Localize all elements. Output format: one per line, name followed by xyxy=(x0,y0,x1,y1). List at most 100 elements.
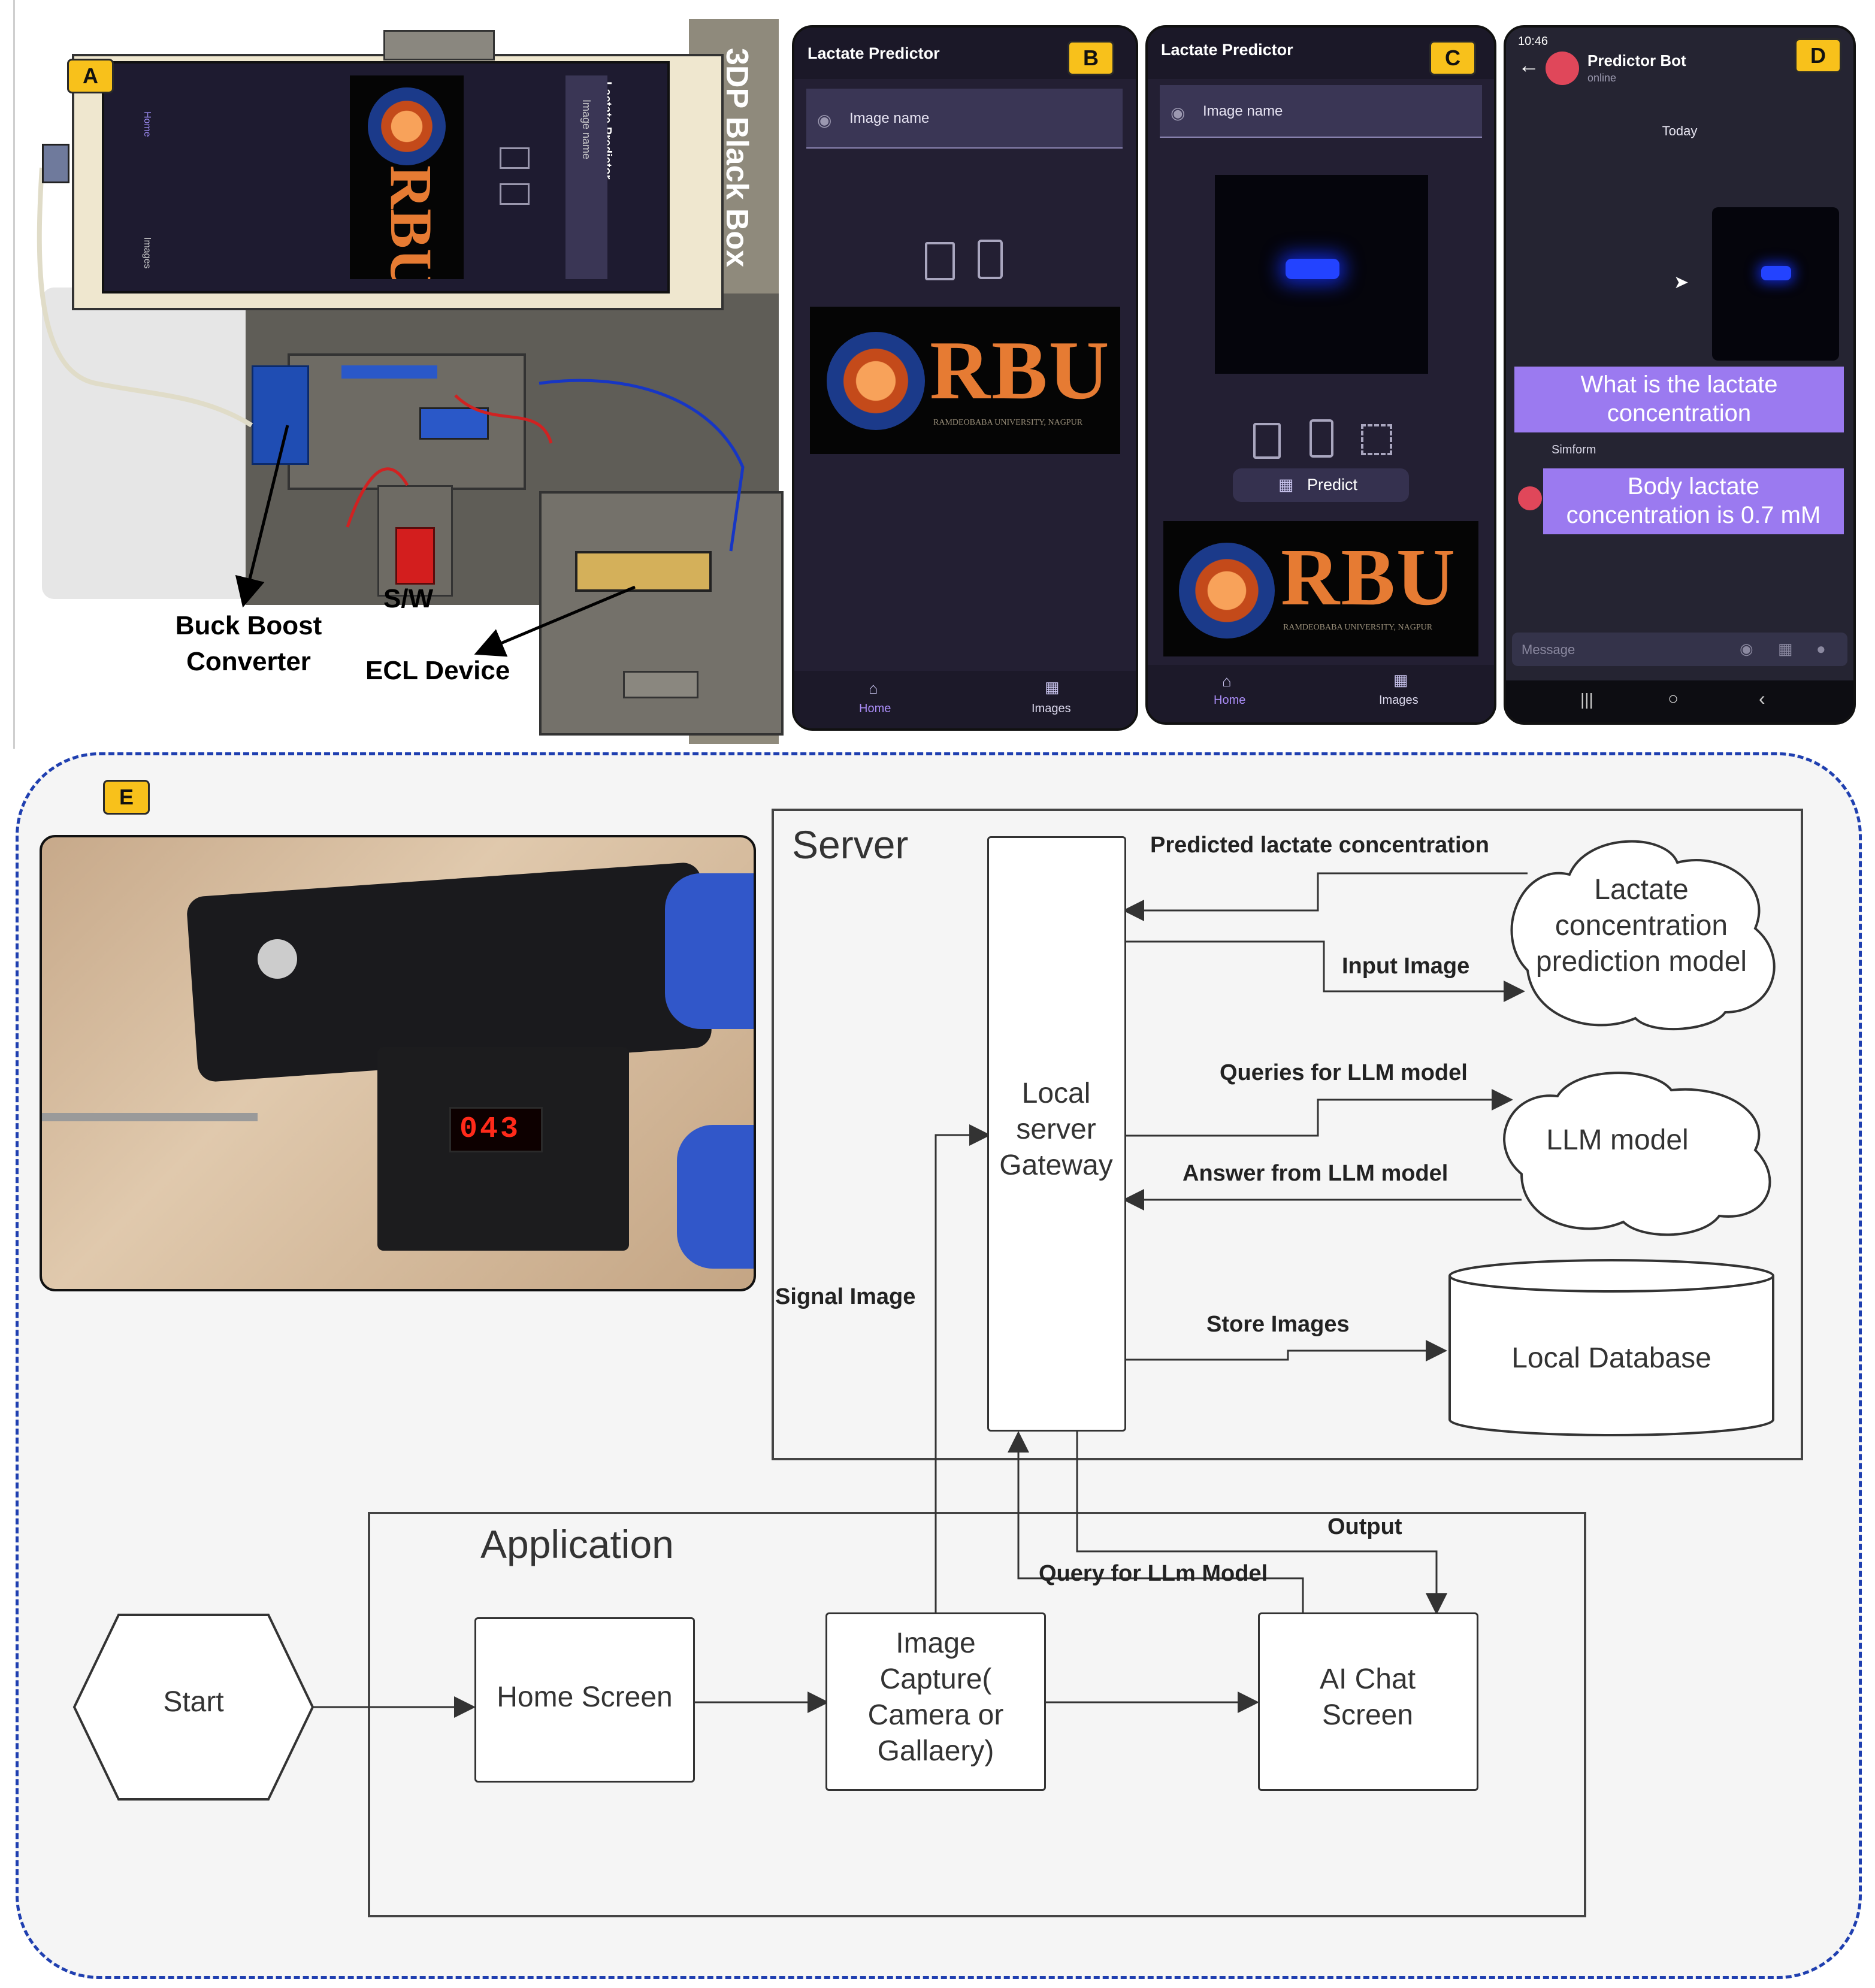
gallery-icon[interactable] xyxy=(925,242,955,280)
home-icon: ⌂ xyxy=(869,679,878,697)
image-capture-box xyxy=(825,1612,1046,1791)
phone-on-box: Lactate Predictor Image name Home Images… xyxy=(102,61,670,293)
label-a: A xyxy=(67,59,114,93)
llm-model-label: LLM model xyxy=(1546,1124,1689,1156)
image-capture-label: Image Capture( Camera or Gallaery) xyxy=(867,1627,1004,1767)
images-icon: ▦ xyxy=(1045,678,1060,696)
photo-camera-shutter xyxy=(258,939,297,979)
drawer-handle xyxy=(623,671,698,698)
phone-b-nav-home[interactable]: Home xyxy=(859,702,891,715)
images-icon: ▦ xyxy=(1393,671,1408,689)
phone-b-logo: RBU RAMDEOBABA UNIVERSITY, NAGPUR xyxy=(810,307,1120,454)
callout-buck-line1: Buck Boost xyxy=(175,611,322,640)
phone-c-logo-text: RBU xyxy=(1281,532,1457,622)
phone-camera-icon[interactable] xyxy=(978,240,1003,279)
photo-cable xyxy=(42,1113,258,1121)
camera-icon[interactable]: ◉ xyxy=(1740,640,1753,658)
label-b: B xyxy=(1067,41,1114,75)
home-icon: ⌂ xyxy=(1222,672,1232,690)
phone-c-logo: RBU RAMDEOBABA UNIVERSITY, NAGPUR xyxy=(1163,521,1478,656)
red-switch xyxy=(395,527,435,585)
phone-b-logo-text: RBU xyxy=(930,324,1111,417)
edge-query-llm: Query for LLm Model xyxy=(1039,1561,1268,1586)
phone-side-logo: RBU xyxy=(350,75,464,279)
phone-camera-icon[interactable] xyxy=(1310,419,1333,458)
gateway-label: Local server Gateway xyxy=(999,1078,1113,1181)
sent-image xyxy=(1712,207,1839,361)
database-label: Local Database xyxy=(1511,1342,1711,1374)
back-arrow-icon[interactable]: ← xyxy=(1518,53,1540,77)
bot-name: Predictor Bot xyxy=(1587,52,1686,69)
left-border-line xyxy=(13,0,15,749)
phone-b-image-name-field[interactable]: ◉ Image name xyxy=(806,89,1123,149)
logo-seal-icon xyxy=(827,332,925,430)
fullscreen-icon[interactable] xyxy=(1361,424,1392,455)
image-icon[interactable]: ▦ xyxy=(1778,640,1793,658)
edge-answer: Answer from LLM model xyxy=(1183,1161,1448,1186)
phone-b-nav-images[interactable]: Images xyxy=(1032,702,1071,715)
logo-seal-icon xyxy=(1179,543,1275,639)
phone-b: Lactate Predictor ◉ Image name RBU RAMDE… xyxy=(792,25,1138,731)
phone-c-image-name-field[interactable]: ◉ Image name xyxy=(1160,85,1482,138)
blue-signal-spot xyxy=(1286,259,1339,279)
status-bar-time: 10:46 xyxy=(1518,35,1549,48)
edge-output: Output xyxy=(1327,1514,1402,1539)
phone-c-nav-images[interactable]: Images xyxy=(1379,694,1419,707)
phone-c: Lactate Predictor ◉ Image name ▦ Predict… xyxy=(1145,25,1496,725)
panel-a: 3DP Black Box Lactate Predictor Image na… xyxy=(24,12,791,744)
wires xyxy=(37,167,745,552)
phone-side-camera-icon xyxy=(500,183,530,205)
predict-button[interactable]: ▦ Predict xyxy=(1233,468,1409,502)
forward-icon[interactable]: ➤ xyxy=(1674,273,1689,292)
photo-led-display: 043 xyxy=(449,1107,543,1152)
phone-c-navbar: ⌂ Home ▦ Images xyxy=(1148,665,1494,722)
callout-ecl: ECL Device xyxy=(365,656,510,685)
gateway-box xyxy=(987,836,1126,1432)
bot-avatar-small xyxy=(1518,486,1542,510)
user-message-text: What is the lactate concentration xyxy=(1580,371,1778,426)
phone-c-logo-subtitle: RAMDEOBABA UNIVERSITY, NAGPUR xyxy=(1283,623,1433,632)
edge-input-image: Input Image xyxy=(1342,954,1470,979)
phone-b-field-placeholder: Image name xyxy=(849,110,930,126)
phone-c-nav-home[interactable]: Home xyxy=(1214,694,1246,707)
mic-icon[interactable]: ● xyxy=(1816,640,1826,658)
server-title: Server xyxy=(792,822,909,867)
camera-icon: ◉ xyxy=(817,111,832,129)
top-clip xyxy=(383,30,495,60)
bot-avatar xyxy=(1546,52,1579,85)
label-d: D xyxy=(1795,38,1841,73)
photo-glove xyxy=(665,873,754,1029)
application-title: Application xyxy=(480,1522,674,1566)
day-label: Today xyxy=(1662,123,1698,138)
start-label: Start xyxy=(163,1686,224,1718)
edge-queries: Queries for LLM model xyxy=(1220,1060,1468,1085)
blue-strip xyxy=(341,365,437,379)
user-message-bubble: What is the lactate concentration xyxy=(1514,367,1844,432)
gallery-icon[interactable] xyxy=(1253,423,1281,459)
ecl-chip xyxy=(575,551,712,592)
phone-c-title: Lactate Predictor xyxy=(1161,41,1293,59)
phone-c-field-placeholder: Image name xyxy=(1203,103,1283,119)
sender-name: Simform xyxy=(1552,443,1596,456)
back-nav-icon[interactable]: ‹ xyxy=(1759,688,1765,709)
message-placeholder: Message xyxy=(1522,642,1575,657)
message-input[interactable]: Message ◉ ▦ ● xyxy=(1512,633,1847,666)
phone-side-field xyxy=(565,75,607,279)
phone-side-gallery-icon xyxy=(500,147,530,169)
callout-arrows xyxy=(235,425,636,657)
phone-b-logo-subtitle: RAMDEOBABA UNIVERSITY, NAGPUR xyxy=(933,418,1083,427)
usb-plug xyxy=(42,144,69,183)
edge-store: Store Images xyxy=(1206,1312,1350,1337)
bot-status: online xyxy=(1587,72,1617,84)
device-photo: 043 xyxy=(40,835,756,1291)
photo-glove-2 xyxy=(677,1125,754,1269)
blue-converter-block xyxy=(252,365,309,465)
recents-icon[interactable]: ||| xyxy=(1580,690,1593,709)
home-button-icon[interactable]: ○ xyxy=(1668,689,1679,709)
captured-image xyxy=(1215,175,1428,374)
callout-buck-line2: Converter xyxy=(186,647,311,676)
predict-icon: ▦ xyxy=(1278,476,1294,494)
system-nav-bar: ||| ○ ‹ xyxy=(1506,680,1853,722)
label-e: E xyxy=(103,780,150,815)
edge-signal: Signal Image xyxy=(775,1284,916,1309)
